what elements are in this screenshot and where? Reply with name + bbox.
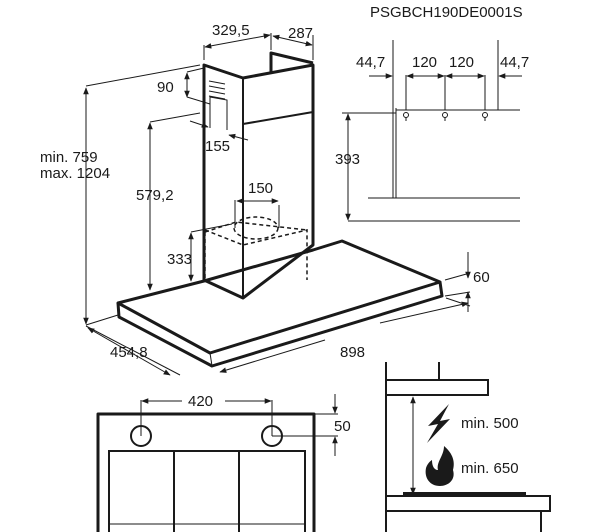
dim-spacing-2: 120 [449,54,474,71]
dim-edge-left: 44,7 [356,54,385,71]
model-number: PSGBCH190DE0001S [370,4,523,21]
dim-width-top: 329,5 [212,22,250,39]
vent-slots [208,80,228,130]
keyhole-icons [403,112,488,121]
dim-spacing-1: 120 [412,54,437,71]
dim-hole-spacing: 420 [188,393,213,410]
clearance-view: min. 500 min. 650 [385,362,551,532]
min-gas-clearance: min. 650 [461,460,519,477]
bracket-view: 44,7 120 120 44,7 393 [335,40,529,222]
dim-outlet-diameter: 150 [248,180,273,197]
electric-lightning-icon [427,404,450,443]
dim-height-max: max. 1204 [40,165,110,182]
hob-surface [403,492,526,496]
dim-hole-offset: 50 [334,418,351,435]
hood-main-view: 329,5 287 90 155 min. 759 max. 1204 579,… [40,22,490,376]
motor-box-hidden [204,200,308,295]
dim-height-min: min. 759 [40,149,98,166]
dim-depth-top: 287 [288,25,313,42]
dim-canopy-depth: 454,8 [110,344,148,361]
dim-box-height: 333 [167,251,192,268]
gas-flame-icon [425,446,454,486]
dim-edge-right: 44,7 [500,54,529,71]
dim-canopy-width: 898 [340,344,365,361]
dim-bracket-height: 393 [335,151,360,168]
dim-canopy-thickness: 60 [473,269,490,286]
bottom-view: 420 50 [96,393,351,532]
dim-vent-height: 90 [157,79,174,96]
dim-vent-offset: 155 [205,138,230,155]
min-electric-clearance: min. 500 [461,415,519,432]
dim-chimney-lower: 579,2 [136,187,174,204]
